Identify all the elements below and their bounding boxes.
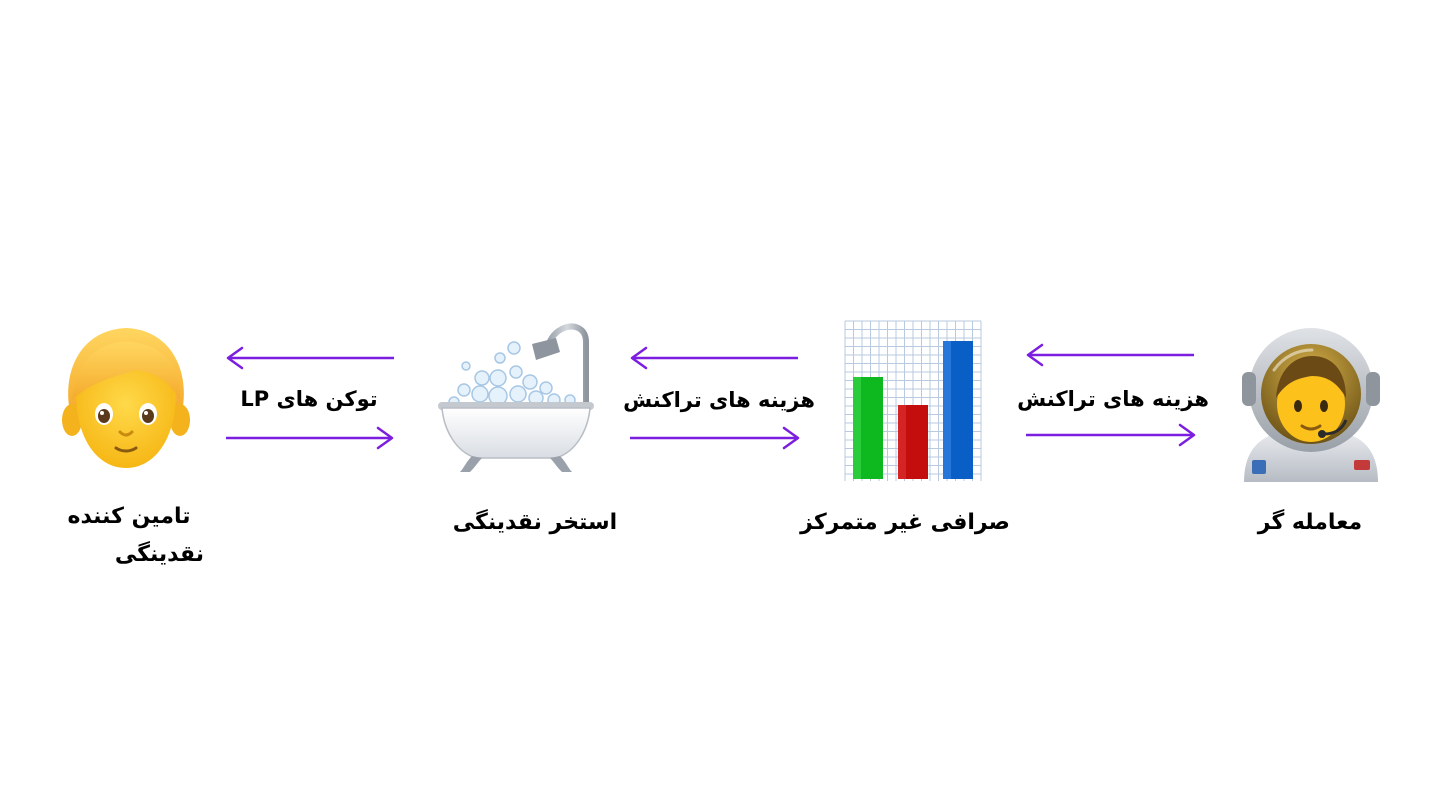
bathtub-icon — [438, 323, 594, 472]
astronaut-icon — [1242, 328, 1380, 482]
arrow-to-trader-from-dex — [1024, 423, 1198, 447]
node-label-liquidity-provider-line1: تامین کننده — [67, 504, 191, 529]
arrow-to-pool-from-provider — [224, 426, 396, 450]
bar-chart-icon — [844, 320, 982, 481]
dex-node — [844, 320, 982, 481]
edge-label-lp-tokens: توکن های LP — [240, 387, 378, 411]
node-label-trader: معامله گر — [1257, 510, 1363, 535]
person-blond-icon — [62, 328, 190, 468]
node-label-dex: صرافی غیر متمرکز — [800, 510, 1010, 535]
arrow-to-dex-from-pool — [628, 426, 802, 450]
node-label-liquidity-provider-line2: نقدینگی — [114, 542, 204, 567]
arrow-to-provider — [224, 346, 396, 370]
arrow-to-dex-from-trader — [1024, 343, 1196, 367]
edge-label-fees-pool-dex: هزینه های تراکنش — [623, 388, 815, 412]
edge-label-fees-dex-trader: هزینه های تراکنش — [1017, 387, 1209, 411]
liquidity-provider-node — [58, 322, 194, 472]
liquidity-pool-node — [436, 322, 596, 478]
trader-node — [1238, 320, 1384, 482]
arrow-to-pool-from-dex — [628, 346, 800, 370]
node-label-liquidity-pool: استخر نقدینگی — [452, 510, 618, 535]
